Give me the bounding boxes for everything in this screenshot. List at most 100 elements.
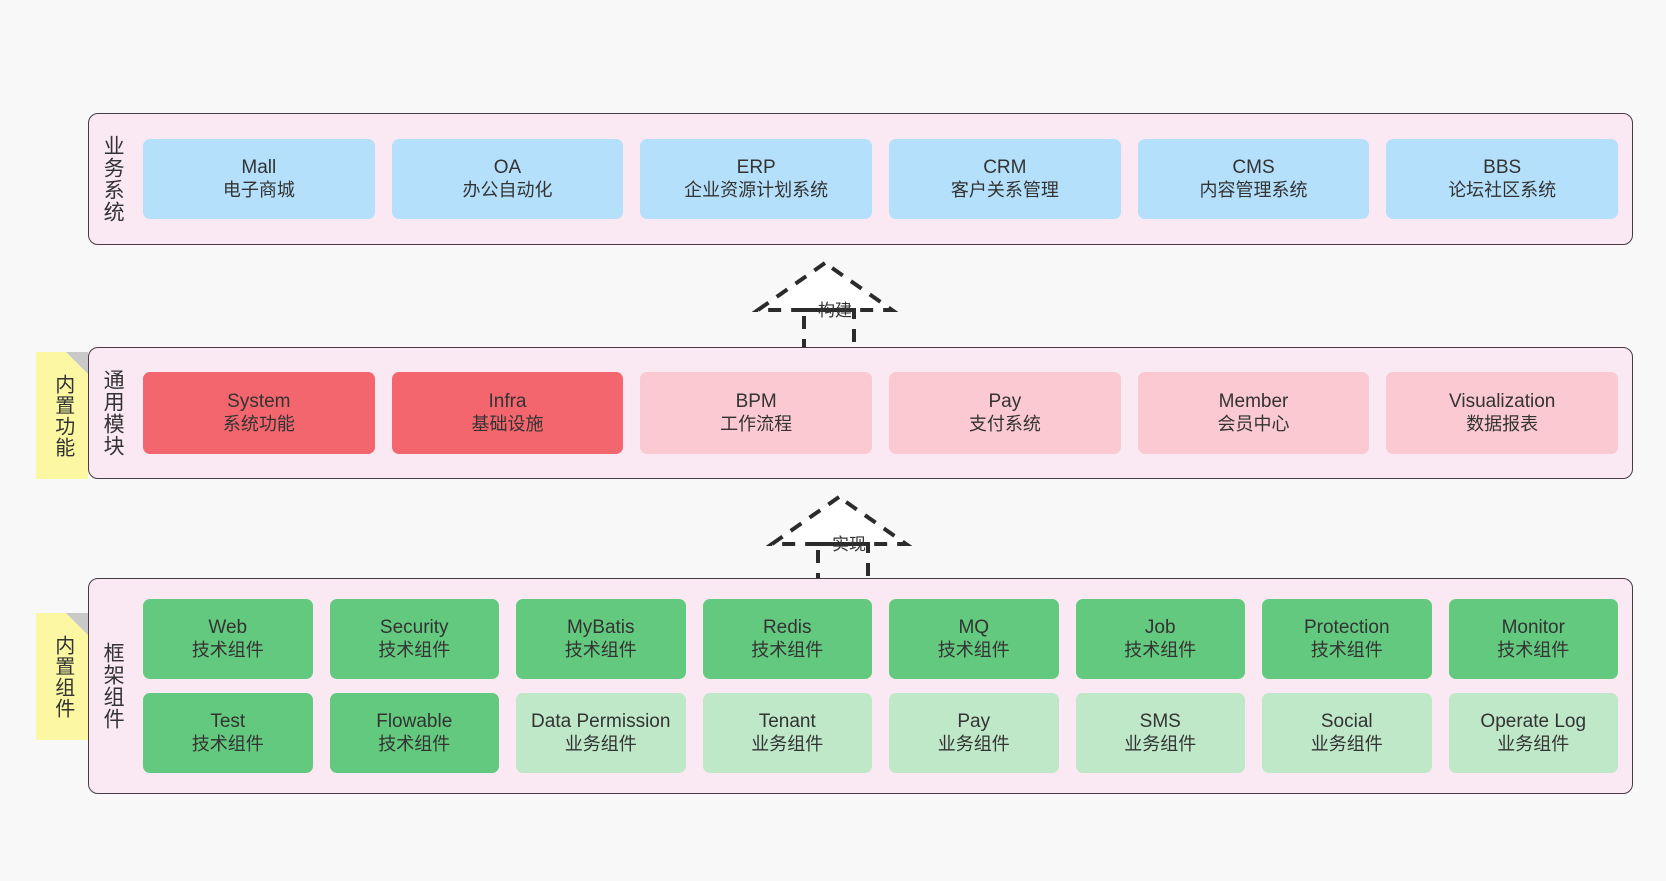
card-protection[interactable]: Protection 技术组件	[1262, 599, 1432, 679]
connector-label-build: 构建	[818, 301, 852, 320]
card-title: BBS	[1483, 157, 1522, 179]
card-title: Pay	[957, 711, 991, 733]
card-title: Redis	[762, 617, 812, 639]
card-web[interactable]: Web 技术组件	[143, 599, 313, 679]
card-subtitle: 业务组件	[937, 733, 1010, 754]
card-title: Tenant	[758, 711, 816, 733]
card-subtitle: 内容管理系统	[1199, 179, 1308, 200]
card-title: Infra	[488, 391, 527, 413]
card-title: Member	[1218, 391, 1289, 413]
card-cms[interactable]: CMS 内容管理系统	[1137, 139, 1370, 219]
card-subtitle: 业务组件	[751, 733, 824, 754]
card-title: Protection	[1303, 617, 1390, 639]
card-social[interactable]: Social 业务组件	[1262, 693, 1432, 773]
card-title: Web	[208, 617, 248, 639]
card-subtitle: 系统功能	[222, 413, 295, 434]
card-title: OA	[493, 157, 522, 179]
card-infra[interactable]: Infra 基础设施	[391, 372, 624, 454]
connector-label-implement: 实现	[832, 535, 866, 554]
card-subtitle: 业务组件	[1124, 733, 1197, 754]
card-title: Monitor	[1501, 617, 1565, 639]
card-subtitle: 技术组件	[378, 733, 451, 754]
band-body-framework-components: Web 技术组件 Security 技术组件 MyBatis 技术组件 Redi…	[135, 579, 1632, 793]
band-body-common-modules: System 系统功能 Infra 基础设施 BPM 工作流程 Pay 支付系统	[135, 348, 1632, 478]
card-subtitle: 技术组件	[564, 639, 637, 660]
card-title: Test	[210, 711, 246, 733]
note-label: 内置组件	[51, 634, 74, 719]
band-title-framework-components: 框架组件	[101, 642, 125, 730]
card-operate-log[interactable]: Operate Log 业务组件	[1448, 693, 1618, 773]
card-monitor[interactable]: Monitor 技术组件	[1448, 599, 1618, 679]
card-title: System	[227, 391, 291, 413]
card-flowable[interactable]: Flowable 技术组件	[329, 693, 499, 773]
band-title-common-modules: 通用模块	[101, 369, 125, 457]
card-system[interactable]: System 系统功能	[143, 372, 375, 454]
band-body-business-systems: Mall 电子商城 OA 办公自动化 ERP 企业资源计划系统 CRM 客户关系…	[135, 114, 1632, 244]
card-subtitle: 基础设施	[471, 413, 544, 434]
card-title: Mall	[241, 157, 277, 179]
card-tenant[interactable]: Tenant 业务组件	[702, 693, 872, 773]
card-title: Security	[379, 617, 449, 639]
band-business-systems: 业务系统 Mall 电子商城 OA 办公自动化 ERP 企业资源计划系统	[88, 113, 1633, 245]
card-subtitle: 工作流程	[720, 413, 793, 434]
card-mall[interactable]: Mall 电子商城	[143, 139, 375, 219]
card-subtitle: 客户关系管理	[950, 179, 1059, 200]
card-title: Job	[1144, 617, 1176, 639]
card-subtitle: 业务组件	[564, 733, 637, 754]
card-title: Flowable	[376, 711, 453, 733]
card-row: Mall 电子商城 OA 办公自动化 ERP 企业资源计划系统 CRM 客户关系…	[143, 139, 1619, 219]
card-pay-component[interactable]: Pay 业务组件	[889, 693, 1059, 773]
note-fold-icon	[66, 352, 88, 374]
card-oa[interactable]: OA 办公自动化	[391, 139, 624, 219]
card-visualization[interactable]: Visualization 数据报表	[1386, 372, 1619, 454]
card-erp[interactable]: ERP 企业资源计划系统	[640, 139, 873, 219]
connector-implement: 实现	[765, 492, 926, 586]
note-label: 内置功能	[51, 373, 74, 458]
card-title: MyBatis	[566, 617, 635, 639]
card-title: Social	[1320, 711, 1373, 733]
card-subtitle: 技术组件	[1497, 639, 1570, 660]
card-crm[interactable]: CRM 客户关系管理	[889, 139, 1121, 219]
card-bpm[interactable]: BPM 工作流程	[640, 372, 873, 454]
band-common-modules: 通用模块 System 系统功能 Infra 基础设施 BPM 工作流程	[88, 347, 1633, 479]
card-subtitle: 技术组件	[378, 639, 451, 660]
card-title: ERP	[736, 157, 776, 179]
card-title: Data Permission	[531, 711, 671, 733]
card-subtitle: 业务组件	[1310, 733, 1383, 754]
card-job[interactable]: Job 技术组件	[1075, 599, 1245, 679]
card-data-permission[interactable]: Data Permission 业务组件	[516, 693, 686, 773]
card-test[interactable]: Test 技术组件	[143, 693, 313, 773]
note-builtin-functions: 内置功能	[36, 352, 88, 479]
card-sms[interactable]: SMS 业务组件	[1075, 693, 1245, 773]
card-subtitle: 技术组件	[1310, 639, 1383, 660]
card-title: BPM	[735, 391, 777, 413]
card-mybatis[interactable]: MyBatis 技术组件	[516, 599, 686, 679]
card-subtitle: 技术组件	[191, 639, 264, 660]
card-member[interactable]: Member 会员中心	[1137, 372, 1370, 454]
card-subtitle: 论坛社区系统	[1448, 179, 1557, 200]
card-title: Pay	[988, 391, 1022, 413]
card-subtitle: 支付系统	[968, 413, 1041, 434]
card-title: SMS	[1139, 711, 1181, 733]
card-row: Test 技术组件 Flowable 技术组件 Data Permission …	[143, 693, 1618, 773]
card-title: Operate Log	[1480, 711, 1587, 733]
card-subtitle: 技术组件	[751, 639, 824, 660]
note-fold-icon	[66, 613, 88, 635]
card-subtitle: 会员中心	[1217, 413, 1290, 434]
note-builtin-components: 内置组件	[36, 613, 88, 740]
card-subtitle: 技术组件	[1124, 639, 1197, 660]
card-mq[interactable]: MQ 技术组件	[889, 599, 1059, 679]
card-bbs[interactable]: BBS 论坛社区系统	[1386, 139, 1619, 219]
card-pay[interactable]: Pay 支付系统	[889, 372, 1121, 454]
card-subtitle: 企业资源计划系统	[684, 179, 829, 200]
card-subtitle: 业务组件	[1497, 733, 1570, 754]
card-row: Web 技术组件 Security 技术组件 MyBatis 技术组件 Redi…	[143, 599, 1618, 679]
band-title-business-systems: 业务系统	[101, 135, 125, 223]
card-title: CMS	[1232, 157, 1275, 179]
card-redis[interactable]: Redis 技术组件	[702, 599, 872, 679]
card-subtitle: 技术组件	[191, 733, 264, 754]
card-title: CRM	[983, 157, 1027, 179]
card-subtitle: 技术组件	[937, 639, 1010, 660]
card-security[interactable]: Security 技术组件	[329, 599, 499, 679]
